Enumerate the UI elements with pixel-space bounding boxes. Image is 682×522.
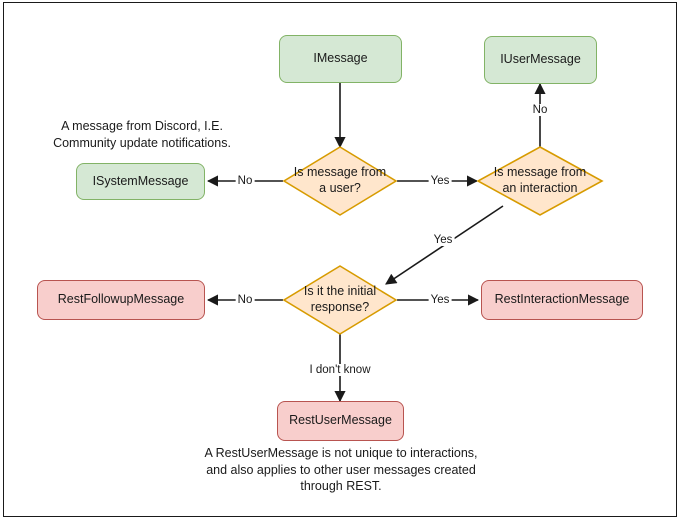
note-system-message: A message from Discord, I.E. Community u… (53, 119, 231, 150)
note-rest-user-message: A RestUserMessage is not unique to inter… (204, 446, 478, 493)
edge-label-initial-response-no: No (235, 294, 255, 306)
node-decision-from-interaction-label: Is message from an interaction (493, 165, 587, 195)
node-restfollowupmessage[interactable]: RestFollowupMessage (37, 280, 205, 320)
edge-label-from-user-no: No (235, 175, 255, 187)
node-decision-from-user[interactable]: Is message from a user? (282, 146, 398, 216)
decision-from-user-shape (282, 146, 398, 216)
node-restinteractionmessage-label: RestInteractionMessage (494, 292, 630, 307)
node-imessage-label: IMessage (313, 51, 368, 66)
node-decision-from-interaction[interactable]: Is message from an interaction (476, 146, 604, 216)
node-restfollowupmessage-label: RestFollowupMessage (57, 292, 185, 307)
node-imessage[interactable]: IMessage (279, 35, 402, 83)
node-restinteractionmessage[interactable]: RestInteractionMessage (481, 280, 643, 320)
node-restusermessage[interactable]: RestUserMessage (277, 401, 404, 441)
node-decision-from-user-label: Is message from a user? (293, 165, 387, 195)
edge-label-from-interaction-no: No (530, 104, 550, 116)
decision-initial-response-shape (282, 265, 398, 335)
node-isystemmessage[interactable]: ISystemMessage (76, 163, 205, 200)
node-restusermessage-label: RestUserMessage (289, 413, 392, 428)
edge-label-initial-response-yes: Yes (428, 294, 452, 306)
decision-from-interaction-shape (476, 146, 604, 216)
node-iusermessage-label: IUserMessage (500, 52, 581, 67)
node-decision-initial-response[interactable]: Is it the initial response? (282, 265, 398, 335)
edge-label-from-interaction-yes: Yes (431, 234, 455, 246)
node-iusermessage[interactable]: IUserMessage (484, 36, 597, 84)
node-isystemmessage-label: ISystemMessage (92, 173, 189, 188)
node-decision-initial-response-label: Is it the initial response? (303, 284, 377, 314)
edge-label-initial-response-idk: I don't know (307, 364, 373, 376)
edge-label-from-user-yes: Yes (428, 175, 452, 187)
